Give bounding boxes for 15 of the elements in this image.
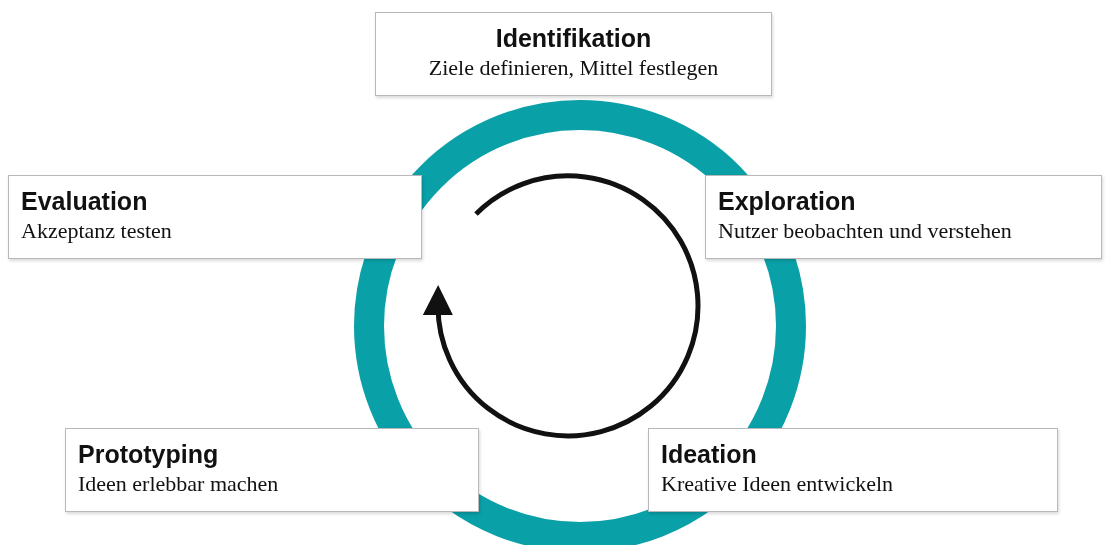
stage-box (375, 12, 772, 96)
stage-box (65, 428, 479, 512)
stage-box (8, 175, 422, 259)
stage-title: Identifikation (494, 23, 653, 53)
stage-title: Evaluation (21, 186, 149, 216)
stage-title: Exploration (718, 186, 857, 216)
stage-title: Prototyping (78, 439, 220, 469)
stage-box (705, 175, 1102, 259)
stage-description: Kreative Ideen entwickeln (661, 470, 895, 498)
stage-description: Ideen erlebbar machen (78, 470, 280, 498)
stage-description: Akzeptanz testen (21, 217, 173, 245)
stage-description: Nutzer beobachten und verstehen (718, 217, 1013, 245)
stage-box (648, 428, 1058, 512)
stage-description: Ziele definieren, Mittel festlegen (427, 54, 720, 82)
stage-title: Ideation (661, 439, 758, 469)
